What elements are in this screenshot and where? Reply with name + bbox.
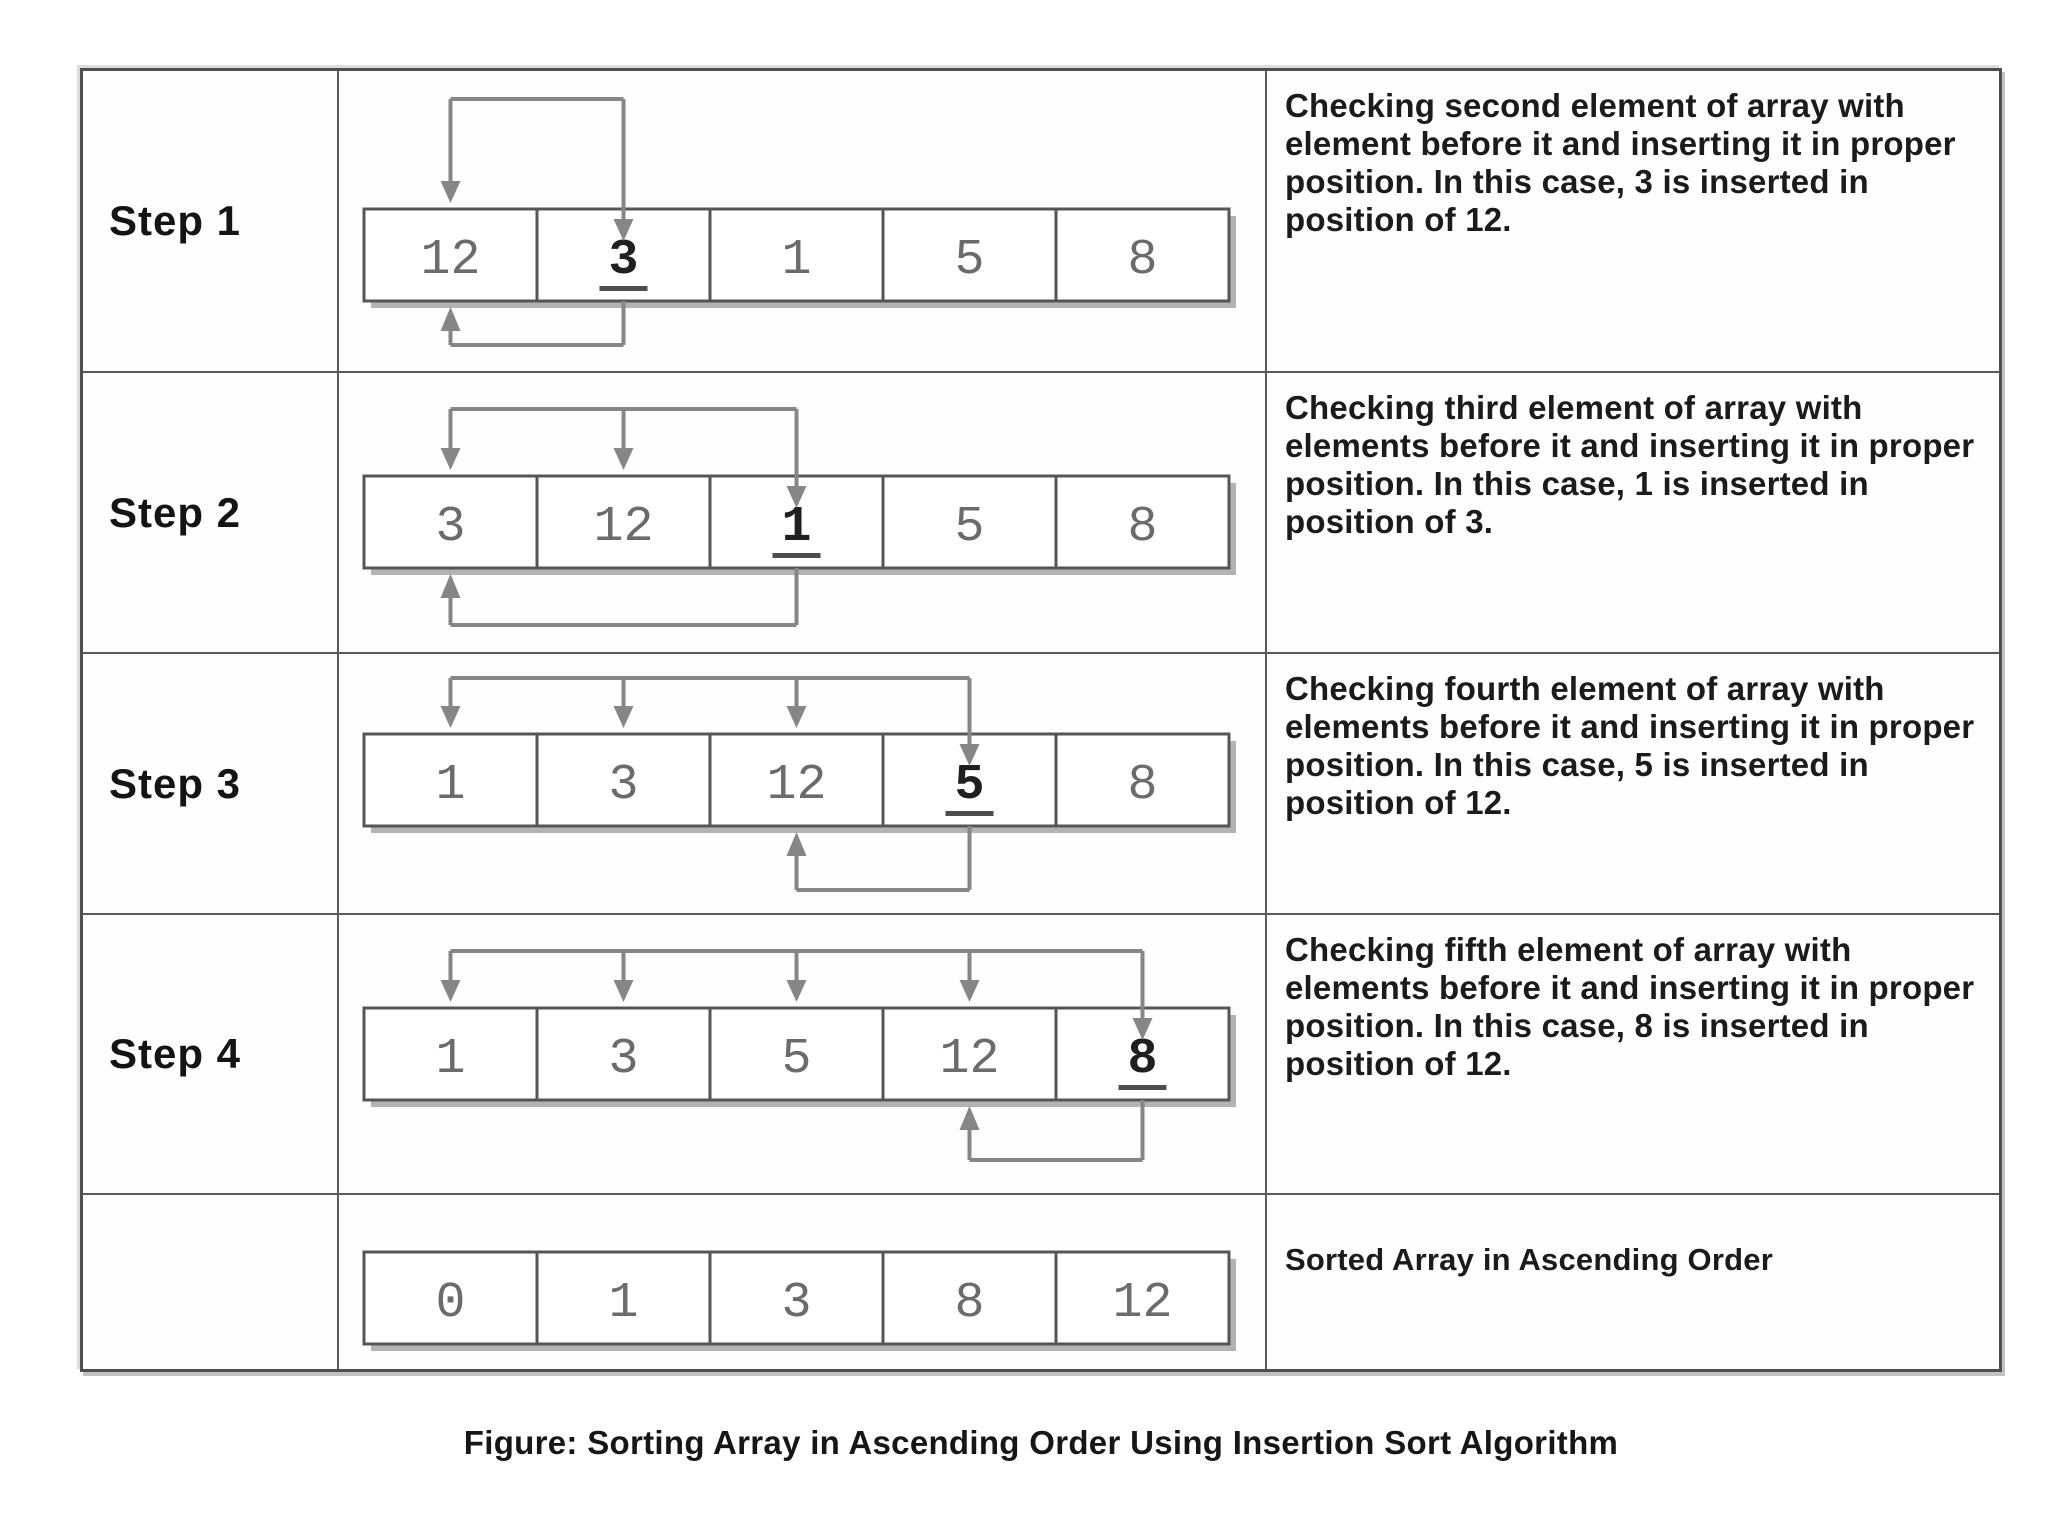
diagram-cell: 0 1 3 8 12 xyxy=(339,1195,1267,1369)
array-cell-value: 0 xyxy=(435,1275,465,1332)
array-cell-value: 8 xyxy=(1127,499,1157,556)
array-cell-value: 5 xyxy=(954,499,984,556)
array-cells: 1 3 5 12 8 xyxy=(362,1006,1231,1102)
step-cell: Step 1 xyxy=(83,71,339,373)
array-cell-value: 1 xyxy=(781,232,811,289)
array-cell-value: 12 xyxy=(939,1031,999,1088)
array-cell-value-current: 8 xyxy=(1127,1031,1157,1088)
compare-arrows xyxy=(440,407,807,627)
array-cell-value-current: 3 xyxy=(608,232,638,289)
current-underline xyxy=(599,286,648,291)
current-underline xyxy=(772,553,821,558)
diagram-cell: 1 3 12 5 8 xyxy=(339,654,1267,915)
insertion-sort-table: Step 1 12 3 1 5 8 Checking second element of a… xyxy=(80,68,2002,1372)
array-cell xyxy=(1054,474,1231,570)
diagram-cell: 12 3 1 5 8 xyxy=(339,71,1267,373)
array-cell-value: 5 xyxy=(954,232,984,289)
compare-arrows xyxy=(440,949,1153,1162)
current-underline xyxy=(945,811,994,816)
step-label: Step 2 xyxy=(109,488,242,536)
array-cells: 0 1 3 8 12 xyxy=(362,1250,1231,1346)
description-text: Checking third element of array with ele… xyxy=(1285,389,1975,540)
step-label: Step 4 xyxy=(109,1030,242,1077)
array-cell-value: 8 xyxy=(1127,232,1157,289)
array-cell xyxy=(1054,1250,1231,1346)
step-cell xyxy=(83,1195,339,1369)
array-cell-value: 12 xyxy=(593,499,653,556)
array-cell-value: 1 xyxy=(608,1275,638,1332)
array-cell xyxy=(708,1250,885,1346)
array-cells: 3 12 1 5 8 xyxy=(362,474,1231,570)
array-cell xyxy=(881,1250,1058,1346)
array-diagram: 1 3 5 12 8 xyxy=(362,949,1236,1162)
array-cell xyxy=(1054,732,1231,828)
array-cell-value: 12 xyxy=(420,232,480,289)
array-cells: 1 3 12 5 8 xyxy=(362,732,1231,828)
current-underline xyxy=(1118,1085,1167,1090)
description-text: Checking fifth element of array with ele… xyxy=(1285,931,1975,1082)
step-label: Step 1 xyxy=(109,197,242,244)
description-cell: Sorted Array in Ascending Order xyxy=(1267,1195,1999,1369)
figure-caption: Figure: Sorting Array in Ascending Order… xyxy=(463,1424,1619,1461)
compare-arrows xyxy=(440,97,634,347)
array-cell xyxy=(362,1006,539,1102)
array-cell-value: 3 xyxy=(781,1275,811,1332)
array-diagram: 12 3 1 5 8 xyxy=(362,97,1236,347)
array-cell-value-current: 5 xyxy=(954,757,984,814)
array-cell xyxy=(362,207,539,303)
array-cell-value: 5 xyxy=(781,1031,811,1088)
array-cell-value: 1 xyxy=(435,757,465,814)
array-cell xyxy=(362,732,539,828)
array-cell-value: 8 xyxy=(1127,757,1157,814)
array-cells: 12 3 1 5 8 xyxy=(362,207,1231,303)
array-cell-value: 12 xyxy=(1112,1275,1172,1332)
step-cell: Step 4 xyxy=(83,915,339,1195)
diagram-cell: 1 3 5 12 8 xyxy=(339,915,1267,1195)
array-cell xyxy=(881,474,1058,570)
array-cell xyxy=(881,207,1058,303)
array-cell-value-current: 1 xyxy=(781,499,811,556)
array-diagram: 0 1 3 8 12 xyxy=(362,1250,1236,1351)
description-cell: Checking fourth element of array with el… xyxy=(1267,654,1999,915)
array-cell xyxy=(535,1006,712,1102)
array-cell-value: 3 xyxy=(435,499,465,556)
array-cell-value: 3 xyxy=(608,1031,638,1088)
step-cell: Step 2 xyxy=(83,373,339,654)
array-cell xyxy=(535,732,712,828)
step-cell: Step 3 xyxy=(83,654,339,915)
description-cell: Checking second element of array with el… xyxy=(1267,71,1999,373)
array-cell-value: 8 xyxy=(954,1275,984,1332)
description-text: Checking second element of array with el… xyxy=(1285,87,1956,238)
array-diagram: 1 3 12 5 8 xyxy=(362,676,1236,892)
array-cell-value: 3 xyxy=(608,757,638,814)
array-cell xyxy=(535,1250,712,1346)
array-cell xyxy=(362,474,539,570)
description-cell: Checking fifth element of array with ele… xyxy=(1267,915,1999,1195)
array-cell-value: 12 xyxy=(766,757,826,814)
description-text: Checking fourth element of array with el… xyxy=(1285,670,1975,821)
array-cell xyxy=(1054,207,1231,303)
array-cell-value: 1 xyxy=(435,1031,465,1088)
array-diagram: 3 12 1 5 8 xyxy=(362,407,1236,627)
description-cell: Checking third element of array with ele… xyxy=(1267,373,1999,654)
description-text: Sorted Array in Ascending Order xyxy=(1285,1242,1773,1277)
step-label: Step 3 xyxy=(109,759,242,807)
compare-arrows xyxy=(440,676,980,892)
diagram-cell: 3 12 1 5 8 xyxy=(339,373,1267,654)
